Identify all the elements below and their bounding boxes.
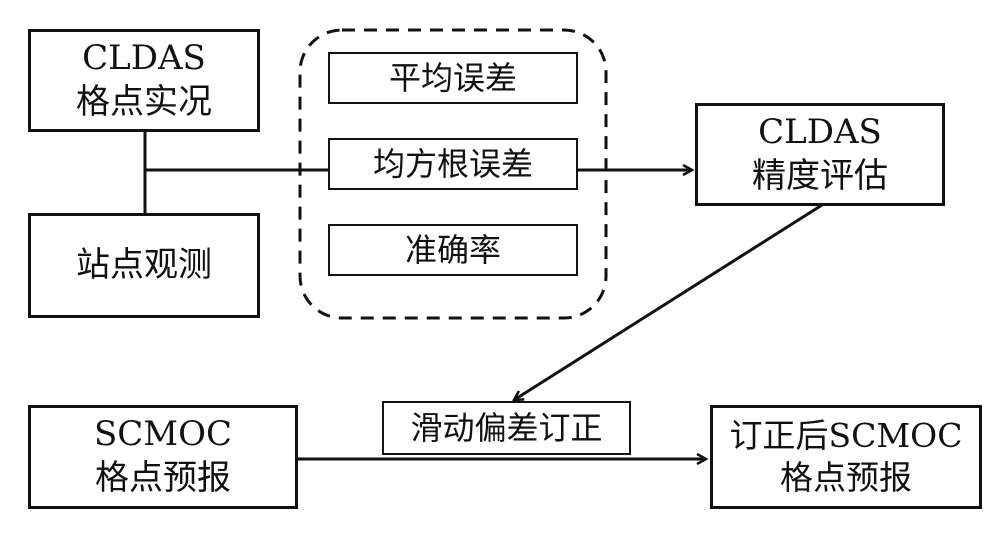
node-cldas-eval: CLDAS 精度评估 bbox=[695, 103, 945, 206]
node-cldas-grid: CLDAS 格点实况 bbox=[28, 29, 260, 132]
node-cldas-grid-line2: 格点实况 bbox=[76, 81, 212, 122]
metrics-group-dashed-border bbox=[298, 28, 608, 320]
node-bias-correction-label: 滑动偏差订正 bbox=[410, 408, 603, 447]
node-scmoc-grid-line2: 格点预报 bbox=[95, 458, 231, 498]
node-cldas-eval-line1: CLDAS bbox=[758, 111, 882, 152]
node-corrected-scmoc: 订正后SCMOC 格点预报 bbox=[710, 405, 982, 509]
node-metric-rmse-label: 均方根误差 bbox=[372, 144, 533, 183]
node-scmoc-grid-line1: SCMOC bbox=[93, 414, 232, 455]
node-metric-rmse: 均方根误差 bbox=[328, 138, 578, 190]
node-metric-accuracy: 准确率 bbox=[328, 224, 578, 276]
node-metric-mean-error-label: 平均误差 bbox=[388, 58, 517, 97]
node-corrected-scmoc-line2: 格点预报 bbox=[780, 458, 912, 497]
node-corrected-scmoc-line1: 订正后SCMOC bbox=[729, 415, 963, 455]
node-metric-accuracy-label: 准确率 bbox=[404, 230, 501, 269]
node-cldas-grid-line1: CLDAS bbox=[82, 37, 206, 78]
arrow-to-bias-correction bbox=[514, 203, 823, 400]
node-metric-mean-error: 平均误差 bbox=[328, 52, 578, 104]
node-bias-correction: 滑动偏差订正 bbox=[382, 401, 631, 455]
node-station-obs-line1: 站点观测 bbox=[76, 244, 212, 285]
node-station-obs: 站点观测 bbox=[28, 213, 260, 318]
node-cldas-eval-line2: 精度评估 bbox=[752, 155, 888, 196]
node-scmoc-grid: SCMOC 格点预报 bbox=[28, 405, 298, 509]
